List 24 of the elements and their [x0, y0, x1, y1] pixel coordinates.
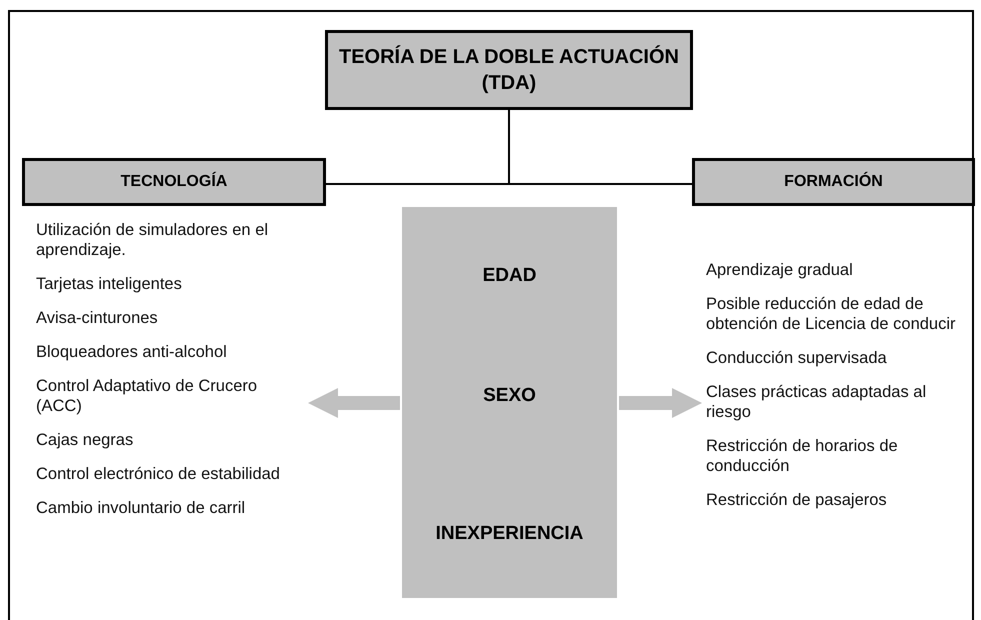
list-item: Tarjetas inteligentes: [36, 274, 183, 294]
heading-box: TEORÍA DE LA DOBLE ACTUACIÓN (TDA): [325, 30, 693, 110]
list-item: Utilización de simuladores en el aprendizaje.: [36, 220, 270, 260]
factor-band: [402, 207, 617, 598]
list-item: Avisa-cinturones: [36, 308, 159, 328]
list-item: Aprendizaje gradual: [706, 260, 854, 280]
list-item: Posible reducción de edad de obtención de Licencia de conducir: [706, 294, 956, 334]
block-arrow: [619, 388, 702, 418]
heading-box: FORMACIÓN: [692, 158, 975, 206]
list-item: Cajas negras: [36, 430, 134, 450]
list-item: Conducción supervisada: [706, 348, 888, 368]
list-item: Clases prácticas adaptadas al riesgo: [706, 382, 928, 422]
list-item: Control Adaptativo de Crucero (ACC): [36, 376, 258, 416]
factor-label: SEXO: [483, 385, 536, 406]
block-arrow: [308, 388, 400, 418]
list-item: Restricción de horarios de conducción: [706, 436, 899, 476]
list-item: Cambio involuntario de carril: [36, 498, 246, 518]
factor-label: INEXPERIENCIA: [436, 523, 584, 544]
connector-line: [508, 110, 692, 185]
heading-box: TECNOLOGÍA: [22, 158, 326, 206]
list-item: Control electrónico de estabilidad: [36, 464, 281, 484]
list-item: Bloqueadores anti-alcohol: [36, 342, 228, 362]
factor-label: EDAD: [482, 265, 536, 286]
list-item: Restricción de pasajeros: [706, 490, 888, 510]
